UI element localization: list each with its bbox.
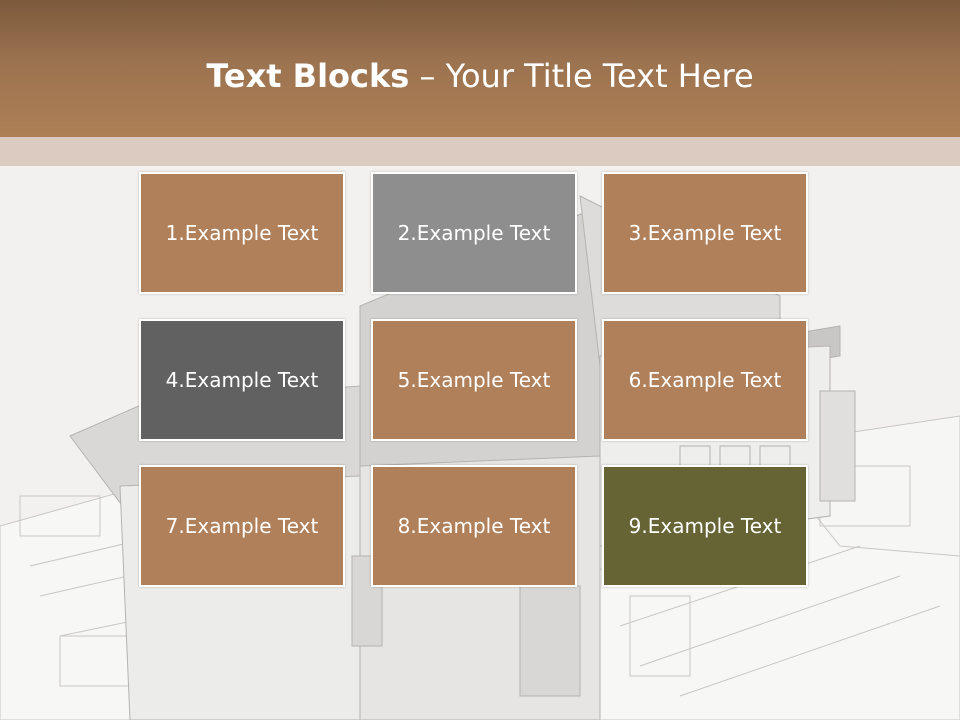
title-rest: – Your Title Text Here: [409, 57, 754, 95]
text-block-3-label: 3.Example Text: [628, 221, 782, 245]
text-block-6: 6.Example Text: [602, 319, 808, 441]
text-block-1: 1.Example Text: [139, 172, 345, 294]
header-accent-band: [0, 137, 960, 166]
title-bold: Text Blocks: [206, 57, 410, 95]
text-block-9-label: 9.Example Text: [628, 514, 782, 538]
text-block-6-label: 6.Example Text: [628, 368, 782, 392]
text-block-1-label: 1.Example Text: [165, 221, 319, 245]
text-block-8: 8.Example Text: [371, 465, 577, 587]
text-block-3: 3.Example Text: [602, 172, 808, 294]
text-block-5: 5.Example Text: [371, 319, 577, 441]
slide-title: Text Blocks – Your Title Text Here: [0, 50, 960, 102]
text-block-5-label: 5.Example Text: [397, 368, 551, 392]
text-block-7-label: 7.Example Text: [165, 514, 319, 538]
text-block-9: 9.Example Text: [602, 465, 808, 587]
text-block-7: 7.Example Text: [139, 465, 345, 587]
text-block-4: 4.Example Text: [139, 319, 345, 441]
text-block-2: 2.Example Text: [371, 172, 577, 294]
text-block-8-label: 8.Example Text: [397, 514, 551, 538]
text-block-4-label: 4.Example Text: [165, 368, 319, 392]
text-block-2-label: 2.Example Text: [397, 221, 551, 245]
header-bar: [0, 0, 960, 137]
